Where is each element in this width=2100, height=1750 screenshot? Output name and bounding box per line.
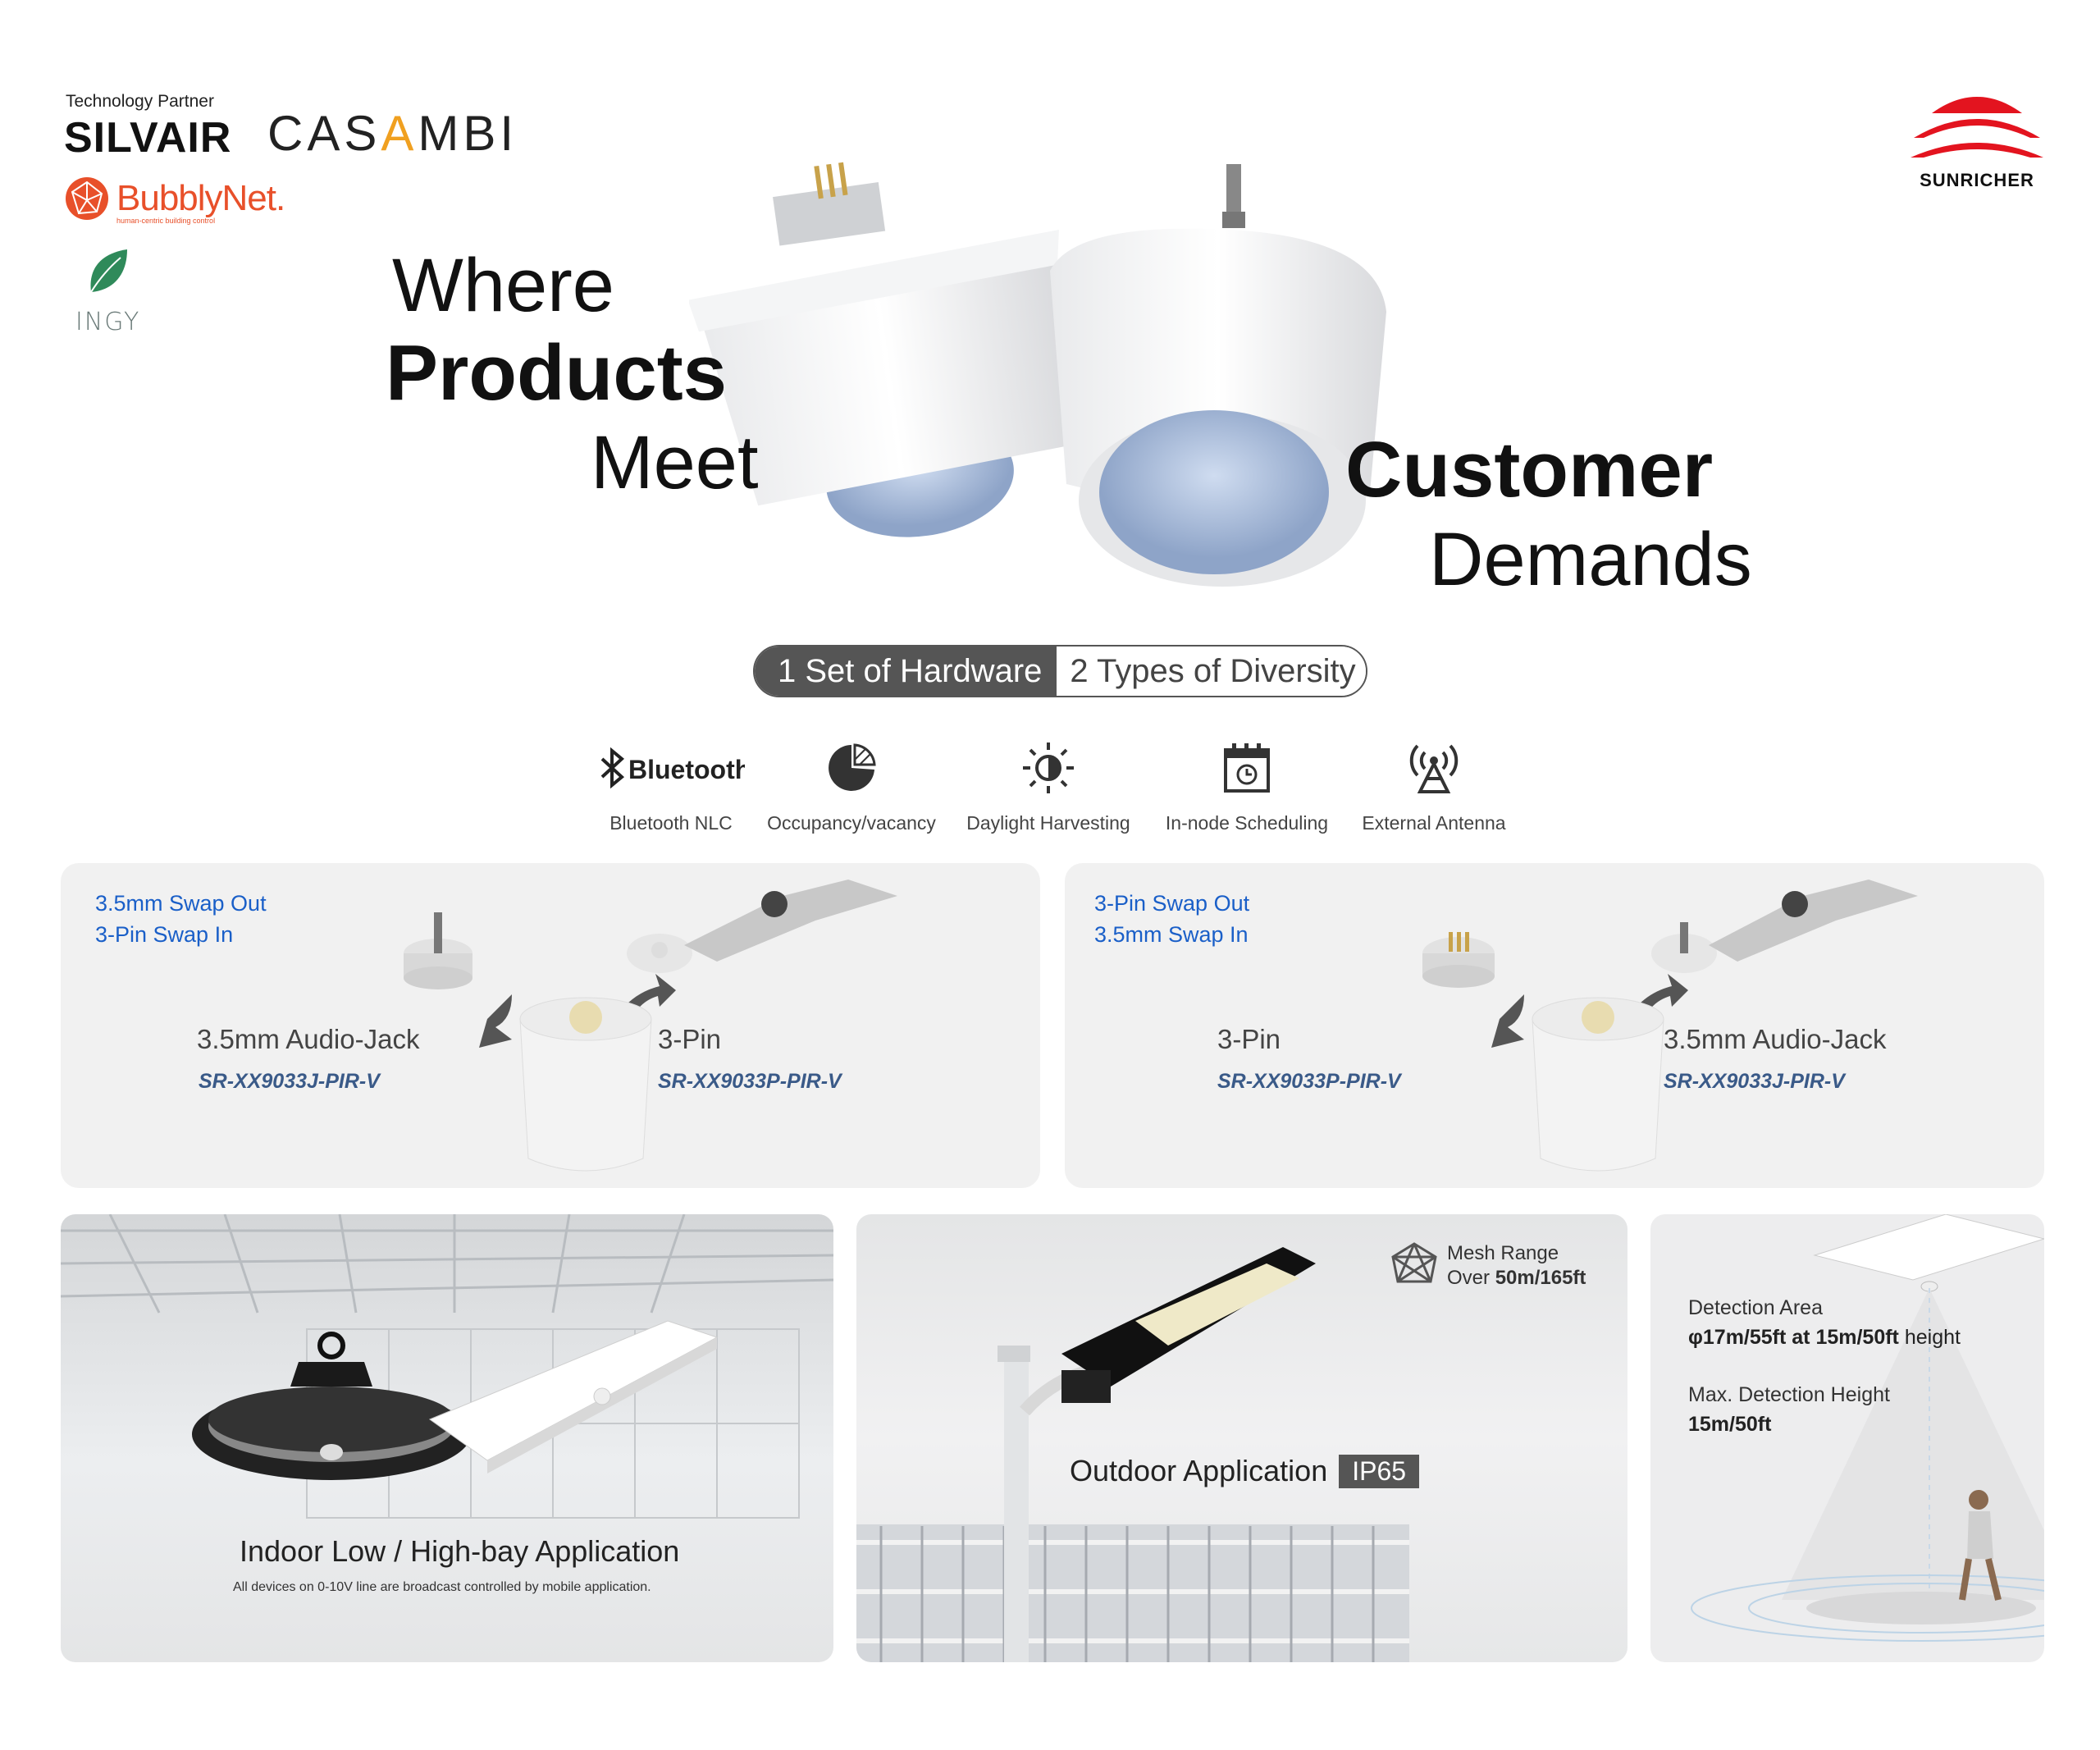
svg-text:Bluetooth: Bluetooth bbox=[628, 755, 745, 784]
outdoor-caption: Outdoor Application IP65 bbox=[1070, 1454, 1420, 1488]
pill-diversity: 2 Types of Diversity bbox=[1057, 647, 1366, 696]
antenna-icon bbox=[1409, 744, 1459, 793]
headline-demands: Demands bbox=[1429, 518, 1752, 601]
headline-where: Where bbox=[392, 244, 614, 327]
swap-instructions: 3-Pin Swap Out 3.5mm Swap In bbox=[1094, 891, 1250, 947]
detection-panel: Detection Area φ17m/55ft at 15m/50ft hei… bbox=[1650, 1214, 2044, 1662]
warehouse-image bbox=[61, 1214, 833, 1519]
high-bay-light bbox=[192, 1332, 471, 1480]
bubblynet-logo: BubblyNet. human-centric building contro… bbox=[64, 176, 285, 225]
headline-products: Products bbox=[386, 329, 728, 417]
technology-partner-label: Technology Partner bbox=[66, 92, 214, 111]
ip65-badge: IP65 bbox=[1339, 1454, 1420, 1488]
headline-customer: Customer bbox=[1345, 426, 1714, 514]
street-light-image bbox=[856, 1247, 1409, 1662]
hardware-diversity-pill: 1 Set of Hardware 2 Types of Diversity bbox=[753, 645, 1367, 697]
calendar-clock-icon bbox=[1224, 743, 1270, 793]
ingy-logo: INGY bbox=[75, 246, 140, 336]
feature-daylight: Daylight Harvesting bbox=[958, 735, 1139, 834]
bluetooth-icon: Bluetooth bbox=[600, 747, 745, 788]
building bbox=[856, 1524, 1409, 1662]
swap-panel-left: 3.5mm Swap Out 3-Pin Swap In 3.5mm Audio… bbox=[61, 863, 1040, 1188]
sensor-3pin bbox=[689, 162, 1073, 537]
swap-illustration bbox=[404, 880, 897, 1172]
walking-person bbox=[1959, 1490, 2002, 1601]
leaf-icon bbox=[89, 249, 127, 293]
feature-bluetooth: Bluetooth Bluetooth NLC bbox=[581, 735, 761, 834]
swap-illustration bbox=[1422, 880, 1918, 1172]
solar-street-light bbox=[1061, 1247, 1316, 1403]
headline-meet: Meet bbox=[591, 421, 759, 505]
outdoor-application-panel: Mesh Range Over 50m/165ft Outdoor Applic… bbox=[856, 1214, 1628, 1662]
sensor-audio-jack bbox=[1050, 164, 1386, 587]
linear-light bbox=[428, 1320, 719, 1474]
sunricher-logo: SUNRICHER bbox=[1903, 89, 2051, 191]
pill-hardware: 1 Set of Hardware bbox=[755, 647, 1057, 696]
swap-panel-right: 3-Pin Swap Out 3.5mm Swap In 3-Pin SR-XX… bbox=[1065, 863, 2044, 1188]
swap-instructions: 3.5mm Swap Out 3-Pin Swap In bbox=[95, 891, 267, 947]
silvair-logo: SILVAIR bbox=[64, 114, 232, 162]
detection-cone-image bbox=[1691, 1214, 2044, 1642]
daylight-icon bbox=[1023, 742, 1074, 793]
bubblynet-globe-icon bbox=[66, 177, 108, 220]
feature-scheduling: In-node Scheduling bbox=[1157, 735, 1337, 834]
pie-chart-icon bbox=[829, 743, 876, 791]
feature-antenna: External Antenna bbox=[1344, 735, 1524, 834]
sunricher-mark-icon bbox=[1911, 97, 2043, 158]
feature-occupancy: Occupancy/vacancy bbox=[761, 735, 942, 834]
casambi-logo: CASAMBI bbox=[267, 106, 518, 161]
hero-sensors-image bbox=[689, 162, 1386, 587]
indoor-application-panel: Indoor Low / High-bay Application All de… bbox=[61, 1214, 833, 1662]
mesh-network-icon bbox=[1391, 1242, 1437, 1283]
